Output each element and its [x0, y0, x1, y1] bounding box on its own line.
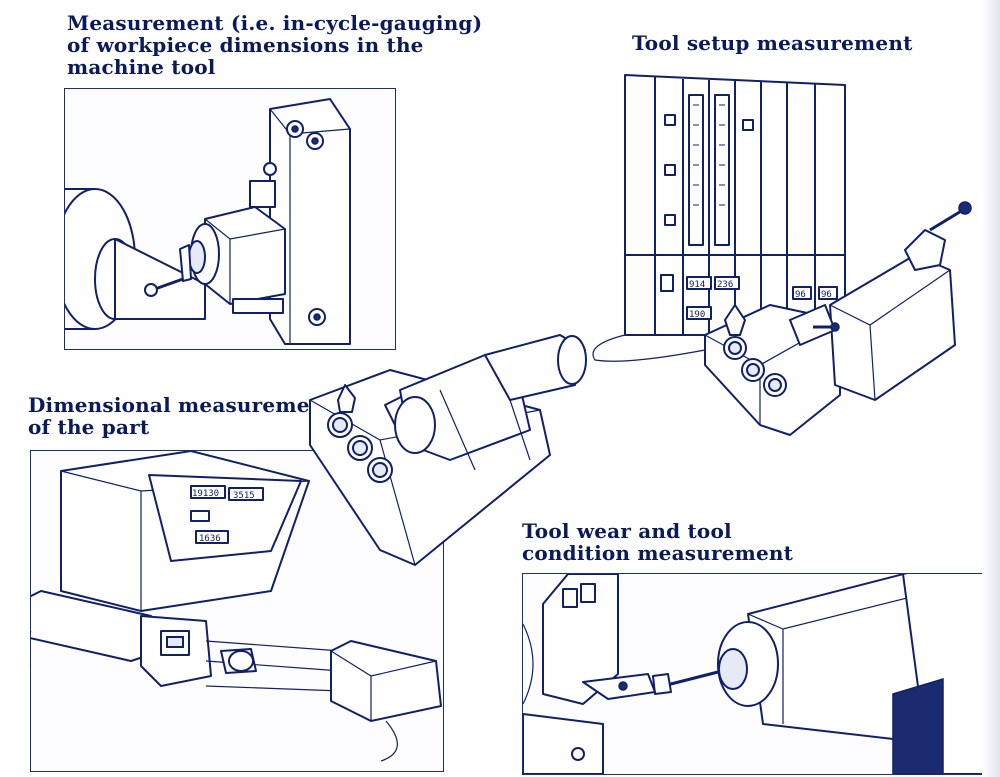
caption-dimensional-measurement: Dimensional measurement of the part — [28, 394, 334, 438]
cabinet-display-left: 914 — [689, 280, 705, 290]
panel-in-cycle-gauging — [64, 88, 396, 350]
page-edge-shadow — [982, 0, 1000, 777]
caption-tool-setup: Tool setup measurement — [632, 32, 913, 54]
cabinet-display-a: 96 — [795, 290, 806, 300]
caption-in-cycle-gauging: Measurement (i.e. in-cycle-gauging) of w… — [67, 12, 482, 78]
cabinet-display-right: 236 — [717, 280, 733, 290]
cmm-display-top-right: 3515 — [233, 491, 255, 501]
tool-setup-illustration: 914 236 190 96 96 — [585, 65, 975, 505]
cmm-display-bottom: 1636 — [199, 534, 221, 544]
tool-wear-illustration — [523, 574, 993, 774]
spindle-probe-illustration — [65, 89, 395, 349]
cabinet-display-b: 96 — [821, 290, 832, 300]
cabinet-display-lower-left: 190 — [689, 310, 705, 320]
probe-station-illustration — [310, 330, 590, 570]
cmm-display-top-left: 19130 — [192, 489, 219, 499]
panel-tool-setup: 914 236 190 96 96 — [585, 65, 975, 505]
panel-tool-wear — [522, 573, 994, 775]
